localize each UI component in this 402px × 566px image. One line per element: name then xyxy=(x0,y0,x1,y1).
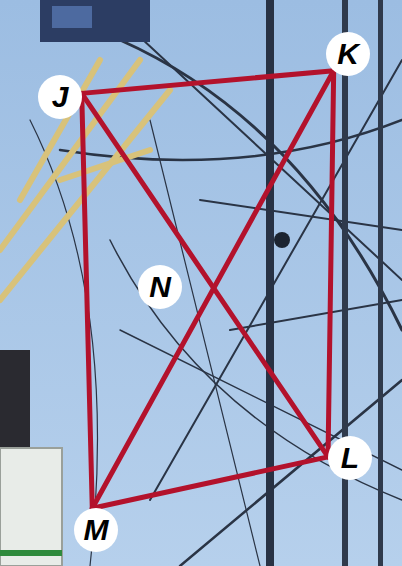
vertex-letter: L xyxy=(341,443,359,473)
cabin-window xyxy=(52,6,92,28)
vertex-label: J xyxy=(38,75,82,119)
segment-line xyxy=(82,93,93,508)
sign-panel xyxy=(0,448,62,566)
vertex-letter: M xyxy=(84,515,109,545)
steel-column xyxy=(266,0,274,566)
vertex-letter: K xyxy=(337,39,359,69)
segment-line xyxy=(82,71,334,94)
steel-column xyxy=(378,0,383,566)
steel-column xyxy=(342,0,348,566)
segment-line xyxy=(92,71,333,509)
building xyxy=(0,350,30,460)
vertex-letter: J xyxy=(52,82,69,112)
steel-hub xyxy=(274,232,290,248)
vertex-label: L xyxy=(328,436,372,480)
cabin xyxy=(40,0,150,42)
vertex-label: N xyxy=(138,265,182,309)
vertex-label: K xyxy=(326,32,370,76)
vertex-letter: N xyxy=(149,272,171,302)
segment-line xyxy=(328,71,334,457)
vertex-label: M xyxy=(74,508,118,552)
sign-stripe xyxy=(0,550,62,556)
segment-line xyxy=(92,457,328,508)
